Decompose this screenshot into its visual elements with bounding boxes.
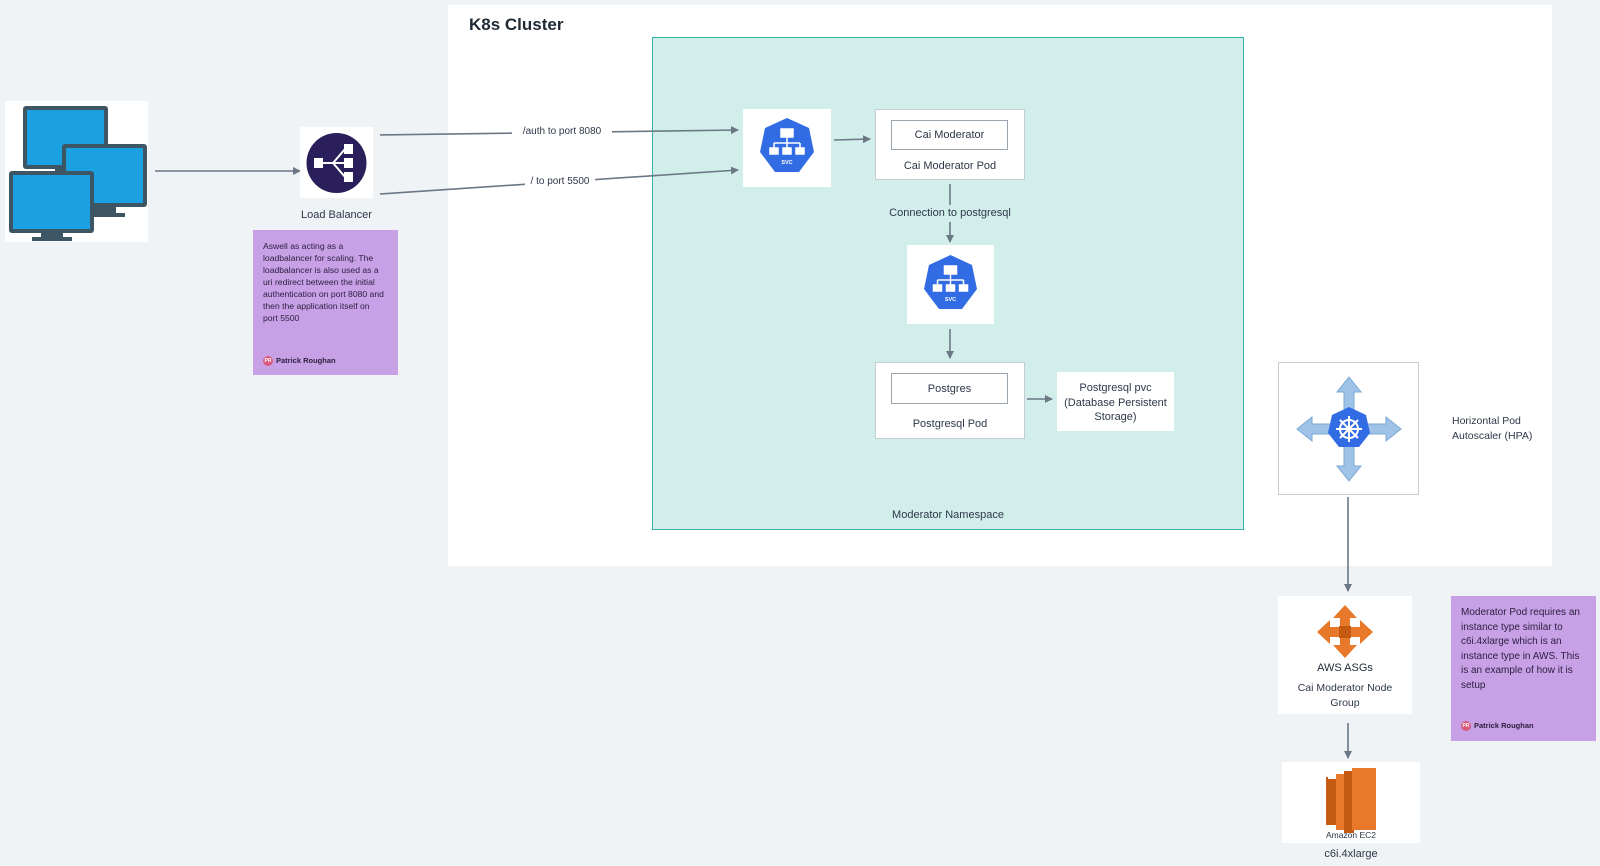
desktop-monitors-icon — [9, 106, 147, 241]
note-line: loadbalancer for scaling. The — [263, 253, 374, 263]
note-line: authentication on port 8080 and — [263, 289, 384, 299]
note-author: PR Patrick Roughan — [263, 355, 336, 367]
note-author: PR Patrick Roughan — [1461, 719, 1534, 734]
note-line: instance type similar to — [1461, 621, 1563, 633]
kubernetes-hpa-icon — [1296, 376, 1402, 482]
postgresql-pod-label: Postgresql Pod — [912, 418, 988, 430]
load-balancer-icon — [306, 133, 367, 193]
svc-text: SVC — [945, 297, 956, 303]
svc-text: SVC — [781, 160, 792, 166]
root-route-label: / to port 5500 — [525, 176, 595, 187]
cai-moderator-pod: Cai Moderator Cai Moderator Pod — [875, 109, 1025, 180]
kubernetes-service-icon: SVC — [760, 118, 814, 172]
hpa-label-line: Horizontal Pod — [1452, 415, 1521, 427]
cai-moderator-pod-label: Cai Moderator Pod — [903, 160, 997, 172]
note-line: c6i.4xlarge which is an — [1461, 636, 1562, 647]
load-balancer-label: Load Balancer — [301, 209, 372, 221]
author-name: Patrick Roughan — [276, 356, 336, 365]
asg-title: AWS ASGs — [1317, 662, 1373, 674]
asg-label-line: Cai Moderator Node — [1297, 682, 1393, 694]
svc-to-cai-pod-arrow — [833, 135, 871, 144]
postgres-container: Postgres — [891, 373, 1008, 404]
note-line: instance type in AWS. This — [1461, 650, 1580, 662]
avatar: PR — [263, 356, 273, 366]
note-line: Moderator Pod requires an — [1461, 607, 1580, 618]
ec2-instance-type: c6i.4xlarge — [1324, 848, 1378, 860]
pvc-line: (Database Persistent — [1064, 396, 1167, 409]
postgresql-pod: Postgres Postgresql Pod — [875, 362, 1025, 439]
hpa-label-line: Autoscaler (HPA) — [1452, 429, 1533, 442]
aws-ec2: Amazon EC2 — [1282, 762, 1420, 843]
asg-label: Cai Moderator Node Group — [1278, 681, 1412, 710]
note-line: is an example of how it is — [1461, 665, 1573, 676]
aws-auto-scaling-icon — [1317, 605, 1373, 658]
note-line: setup — [1461, 679, 1486, 691]
ec2-title: Amazon EC2 — [1325, 830, 1377, 840]
hpa-label: Horizontal Pod Autoscaler (HPA) — [1452, 414, 1532, 443]
note-line: Aswell as acting as a — [263, 241, 344, 251]
kubernetes-service-icon: SVC — [924, 255, 977, 309]
service-top: SVC — [743, 109, 831, 187]
note-line: then the application itself on — [263, 301, 370, 311]
postgresql-pvc: Postgresql pvc (Database Persistent Stor… — [1057, 372, 1174, 431]
auth-route-label: /auth to port 8080 — [512, 126, 612, 137]
connection-label: Connection to postgresql — [870, 207, 1030, 219]
pvc-line: Storage) — [1094, 411, 1137, 423]
moderator-pod-note: Moderator Pod requires an instance type … — [1451, 596, 1596, 741]
aws-ec2-icon — [1326, 768, 1376, 833]
cluster-title: K8s Cluster — [469, 15, 564, 34]
aws-asg-node-group: AWS ASGs Cai Moderator Node Group — [1278, 596, 1412, 714]
note-line: uri redirect between the initial — [263, 277, 375, 287]
namespace-label: Moderator Namespace — [892, 509, 1004, 521]
pvc-line: Postgresql pvc — [1079, 382, 1152, 394]
author-name: Patrick Roughan — [1474, 720, 1534, 730]
cai-moderator-container: Cai Moderator — [891, 120, 1008, 150]
clients-group — [5, 101, 148, 242]
service-postgres: SVC — [907, 245, 994, 324]
asg-label-line: Group — [1330, 696, 1360, 709]
load-balancer-note: Aswell as acting as a loadbalancer for s… — [253, 230, 398, 375]
avatar: PR — [1461, 720, 1471, 731]
note-line: port 5500 — [263, 313, 300, 323]
hpa-box — [1278, 362, 1419, 495]
load-balancer — [300, 127, 373, 198]
note-line: loadbalancer is also used as a — [263, 265, 379, 275]
